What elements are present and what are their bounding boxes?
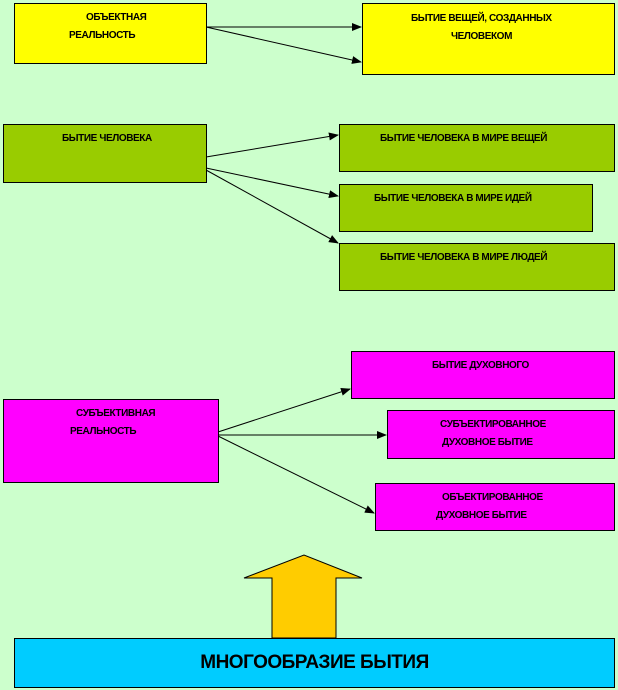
objective-reality-label-1: ОБЪЕКТНАЯ [86, 12, 147, 23]
subjective-reality-label-1: СУБЪЕКТИВНАЯ [76, 408, 156, 419]
arrow-human-to-ideas [205, 167, 339, 199]
objective-reality-label-2: РЕАЛЬНОСТЬ [69, 30, 136, 41]
objective-reality-box: ОБЪЕКТНАЯ РЕАЛЬНОСТЬ [14, 3, 207, 64]
things-created-by-man-box: БЫТИЕ ВЕЩЕЙ, СОЗДАННЫХ ЧЕЛОВЕКОМ [362, 3, 615, 75]
objectified-label-2: ДУХОВНОЕ БЫТИЕ [436, 510, 527, 521]
arrow-objective-to-things-2 [205, 26, 362, 64]
human-in-people-label: БЫТИЕ ЧЕЛОВЕКА В МИРЕ ЛЮДЕЙ [380, 252, 548, 263]
subjectified-spiritual-box: СУБЪЕКТИРОВАННОЕ ДУХОВНОЕ БЫТИЕ [387, 410, 615, 459]
arrow-human-to-things [205, 132, 339, 158]
subjectified-label-1: СУБЪЕКТИРОВАННОЕ [440, 419, 546, 430]
human-in-world-of-ideas-box: БЫТИЕ ЧЕЛОВЕКА В МИРЕ ИДЕЙ [339, 184, 593, 232]
spiritual-being-box: БЫТИЕ ДУХОВНОГО [351, 351, 615, 399]
up-arrow [243, 554, 363, 639]
human-in-ideas-label: БЫТИЕ ЧЕЛОВЕКА В МИРЕ ИДЕЙ [374, 193, 532, 204]
subjective-reality-label-2: РЕАЛЬНОСТЬ [70, 426, 137, 437]
subjective-reality-box: СУБЪЕКТИВНАЯ РЕАЛЬНОСТЬ [3, 399, 219, 483]
diversity-of-being-banner: МНОГООБРАЗИЕ БЫТИЯ [14, 638, 615, 688]
things-created-label-2: ЧЕЛОВЕКОМ [451, 31, 512, 42]
arrow-human-to-people [205, 169, 339, 244]
human-in-world-of-people-box: БЫТИЕ ЧЕЛОВЕКА В МИРЕ ЛЮДЕЙ [339, 243, 615, 291]
subjectified-label-2: ДУХОВНОЕ БЫТИЕ [442, 437, 533, 448]
human-being-label: БЫТИЕ ЧЕЛОВЕКА [62, 133, 152, 144]
things-created-label-1: БЫТИЕ ВЕЩЕЙ, СОЗДАННЫХ [411, 13, 552, 24]
arrow-subjective-to-spiritual [217, 387, 351, 433]
human-being-box: БЫТИЕ ЧЕЛОВЕКА [3, 124, 207, 183]
objectified-label-1: ОБЪЕКТИРОВАННОЕ [442, 492, 543, 503]
human-in-things-label: БЫТИЕ ЧЕЛОВЕКА В МИРЕ ВЕЩЕЙ [380, 133, 547, 144]
diversity-of-being-label: МНОГООБРАЗИЕ БЫТИЯ [200, 652, 429, 673]
human-in-world-of-things-box: БЫТИЕ ЧЕЛОВЕКА В МИРЕ ВЕЩЕЙ [339, 124, 615, 172]
spiritual-being-label: БЫТИЕ ДУХОВНОГО [432, 360, 529, 371]
arrow-subjective-to-objectified [217, 435, 375, 514]
objectified-spiritual-box: ОБЪЕКТИРОВАННОЕ ДУХОВНОЕ БЫТИЕ [375, 483, 615, 531]
